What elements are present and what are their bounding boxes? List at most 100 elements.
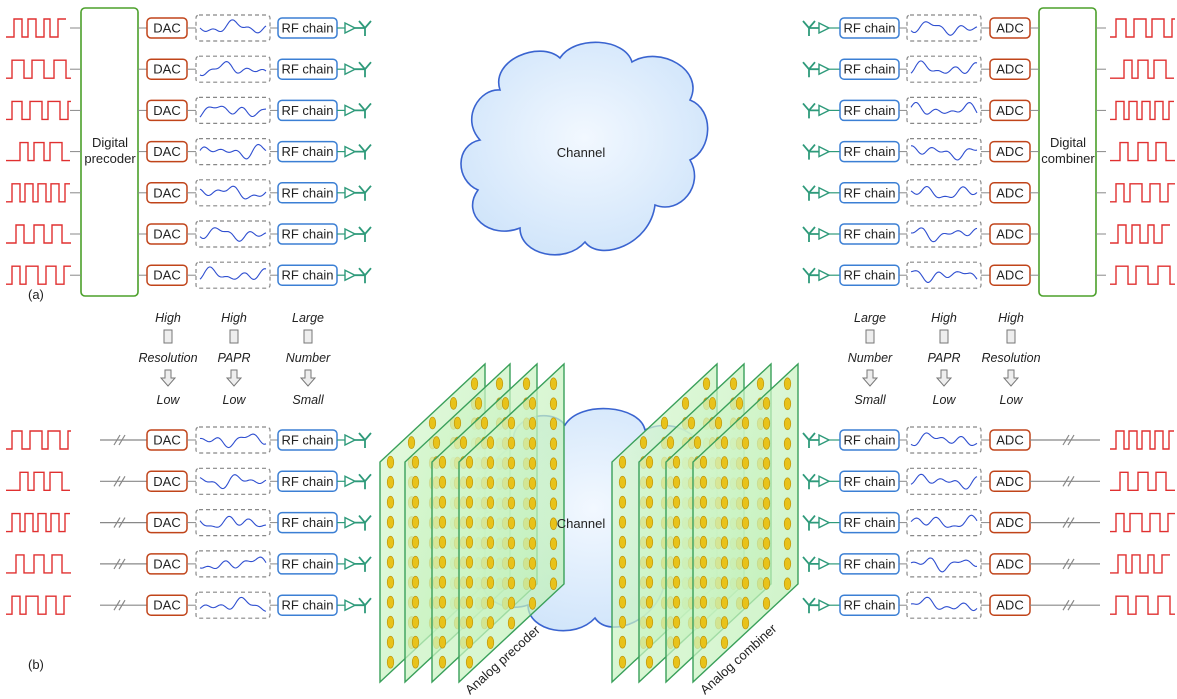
antenna-element	[411, 455, 420, 469]
annotation-right-1-middle: Number	[848, 351, 893, 365]
waveform	[199, 474, 267, 490]
waveform	[199, 105, 267, 118]
antenna-element	[762, 537, 771, 550]
antenna-element	[438, 635, 447, 649]
antenna-element	[666, 436, 675, 449]
down-arrow-icon	[159, 369, 177, 387]
antenna-element	[411, 635, 420, 649]
antenna-icon	[355, 267, 372, 284]
antenna-element	[699, 635, 708, 649]
antenna-element	[741, 416, 750, 430]
antenna-element	[720, 616, 729, 629]
antenna-element	[720, 516, 729, 529]
antenna-element	[672, 475, 681, 489]
pulse-signal	[1110, 18, 1175, 38]
rf-chain-label: RF chain	[843, 268, 895, 283]
antenna-element	[549, 497, 558, 511]
amplifier-icon	[818, 63, 831, 76]
rf-chain-label: RF chain	[843, 144, 895, 159]
annotation-left-3-bar	[303, 329, 313, 344]
rf-chain-label: RF chain	[843, 62, 895, 77]
antenna-element	[660, 416, 669, 430]
adc-label: ADC	[996, 227, 1023, 242]
antenna-element	[453, 416, 462, 430]
antenna-element	[411, 655, 420, 669]
antenna-element	[386, 515, 395, 529]
dac-label: DAC	[153, 144, 180, 159]
antenna-element	[762, 597, 771, 610]
antenna-element	[783, 377, 792, 391]
rf-chain-label: RF chain	[843, 474, 895, 489]
antenna-element	[741, 556, 750, 570]
slash-mark	[113, 517, 126, 528]
annotation-right-3-middle: Resolution	[981, 351, 1040, 365]
antenna-element	[672, 655, 681, 669]
antenna-element	[762, 557, 771, 570]
down-arrow-icon	[935, 369, 953, 387]
pulse-signal	[1110, 512, 1175, 533]
antenna-element	[783, 517, 792, 531]
antenna-element	[528, 537, 537, 550]
annotation-right-3-bottom: Low	[1000, 393, 1024, 407]
waveform-box	[195, 96, 271, 125]
antenna-element	[428, 416, 437, 430]
pulse-signal	[6, 512, 70, 533]
antenna-element	[741, 516, 750, 530]
antenna-element	[528, 557, 537, 570]
antenna-element	[386, 495, 395, 509]
amplifier-icon	[818, 186, 831, 199]
antenna-element	[438, 515, 447, 529]
annotation-right-1-top: Large	[854, 311, 886, 325]
rf-chain-label: RF chain	[281, 474, 333, 489]
amplifier-icon	[344, 557, 357, 571]
rf-chain-label: RF chain	[843, 433, 895, 448]
antenna-element	[486, 476, 495, 489]
antenna-icon	[802, 144, 819, 160]
waveform-box	[906, 509, 982, 537]
adc-label: ADC	[996, 21, 1023, 36]
waveform	[910, 101, 978, 115]
annotation-left-1-top: High	[155, 311, 181, 325]
antenna-element	[672, 575, 681, 589]
antenna-element	[618, 635, 627, 649]
dac-label: DAC	[153, 227, 180, 242]
antenna-element	[708, 397, 717, 410]
dac-label: DAC	[153, 474, 180, 489]
antenna-element	[480, 416, 489, 430]
amplifier-icon	[344, 599, 357, 612]
waveform	[199, 266, 267, 280]
antenna-element	[729, 377, 738, 391]
rf-chain-label: RF chain	[843, 185, 895, 200]
rf-chain-label: RF chain	[281, 556, 333, 571]
pulse-signal	[6, 224, 71, 244]
antenna-element	[741, 596, 750, 610]
waveform-box	[195, 467, 271, 495]
antenna-element	[645, 555, 654, 569]
antenna-element	[783, 437, 792, 451]
antenna-element	[438, 615, 447, 629]
rf-chain-label: RF chain	[281, 144, 333, 159]
antenna-element	[699, 475, 708, 489]
antenna-element	[465, 455, 474, 469]
antenna-element	[720, 596, 729, 609]
antenna-element	[549, 437, 558, 451]
antenna-element	[528, 597, 537, 610]
antenna-element	[618, 595, 627, 609]
panel-b-label: (b)	[28, 657, 44, 672]
antenna-element	[486, 516, 495, 529]
waveform-box	[195, 14, 271, 42]
waveform-box	[906, 591, 982, 619]
antenna-element	[645, 635, 654, 649]
adc-label: ADC	[996, 185, 1023, 200]
annotation-left-2-top: High	[221, 311, 247, 325]
amplifier-icon	[344, 145, 357, 158]
waveform	[910, 270, 978, 283]
antenna-icon	[802, 61, 819, 78]
antenna-element	[411, 495, 420, 509]
antenna-element	[645, 615, 654, 629]
antenna-element	[702, 377, 711, 391]
antenna-element	[411, 575, 420, 589]
